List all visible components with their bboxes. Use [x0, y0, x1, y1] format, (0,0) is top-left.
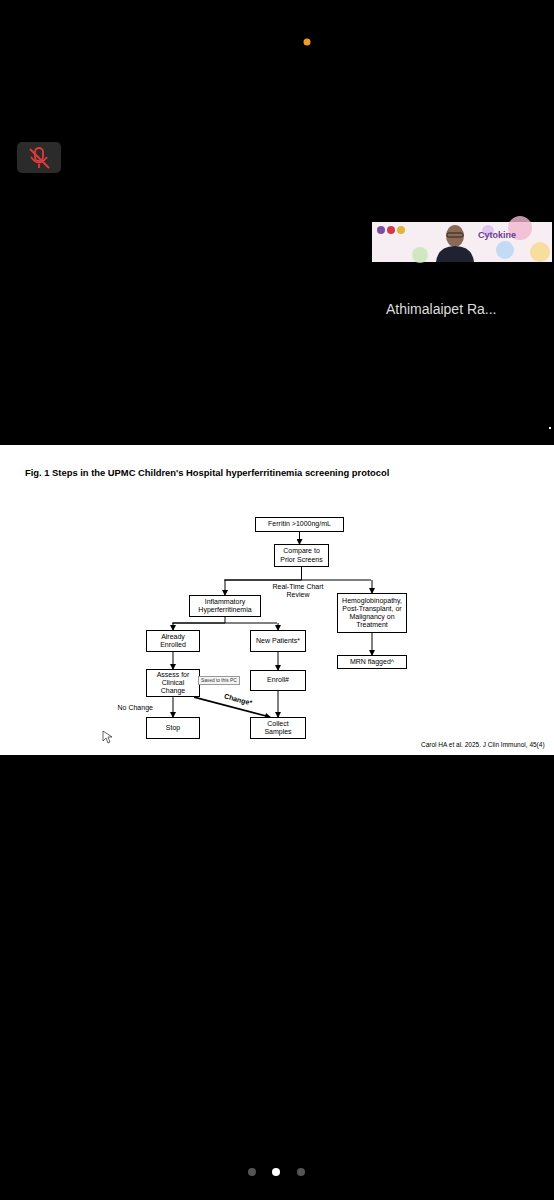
- recording-dot: [304, 39, 311, 46]
- pixel-mark: [549, 427, 551, 429]
- mouse-cursor: [103, 731, 112, 743]
- speaker-thumbnail: [372, 216, 552, 263]
- flow-arrow: [278, 652, 279, 670]
- box-text: Enroll#: [267, 676, 289, 684]
- process-box: Already Enrolled: [146, 630, 200, 652]
- flow-arrow: [173, 617, 225, 630]
- flow-arrow: [372, 633, 373, 655]
- box-text: Stop: [166, 724, 180, 732]
- process-box: Compare to Prior Screens: [274, 544, 329, 567]
- citation: Carol HA et al. 2025. J Clin Immunol, 45…: [421, 741, 545, 748]
- mic-muted-icon: [17, 142, 61, 173]
- box-content: MRN flagged^: [350, 658, 394, 666]
- participant-name: Athimalaipet Ra...: [386, 301, 497, 317]
- process-box: Enroll#: [250, 670, 306, 691]
- flow-arrow: [173, 652, 174, 669]
- process-box: MRN flagged^: [337, 655, 407, 669]
- process-box: Ferritin >1000ng/mL: [255, 517, 344, 532]
- box-content: Hemoglobinopathy, Post-Transplant, or Ma…: [340, 597, 404, 629]
- box-content: Ferritin >1000ng/mL: [268, 520, 331, 528]
- box-content: Enroll#: [267, 676, 289, 684]
- process-box: Hemoglobinopathy, Post-Transplant, or Ma…: [337, 593, 407, 633]
- box-content: Inflammatory Hyperferritinemia: [192, 598, 258, 614]
- flow-arrow: [278, 691, 279, 717]
- slide: [0, 445, 554, 755]
- box-content: Already Enrolled: [149, 633, 197, 649]
- flow-arrow: [278, 623, 279, 630]
- figure-title: Fig. 1 Steps in the UPMC Children's Hosp…: [25, 467, 389, 478]
- box-text: MRN flagged^: [350, 658, 394, 666]
- process-box: Stop: [146, 717, 200, 739]
- box-text: Collect Samples: [253, 720, 303, 736]
- flow-arrow: [299, 532, 300, 544]
- box-content: Compare to Prior Screens: [277, 547, 326, 563]
- box-content: Assess for Clinical Change: [149, 671, 197, 695]
- box-text: Compare to Prior Screens: [277, 547, 326, 563]
- box-text: Ferritin >1000ng/mL: [268, 520, 331, 528]
- box-content: Stop: [166, 724, 180, 732]
- box-text: New Patients*: [256, 637, 300, 645]
- page-dot: [248, 1168, 256, 1176]
- box-content: New Patients*: [256, 637, 300, 645]
- saved-tooltip: Saved to this PC: [198, 676, 240, 685]
- box-text: Hemoglobinopathy, Post-Transplant, or Ma…: [340, 597, 404, 629]
- page-dot: [297, 1168, 305, 1176]
- event-logo-text: Cytokine: [478, 230, 516, 240]
- edge-label: No Change: [118, 704, 153, 711]
- box-text: Already Enrolled: [149, 633, 197, 649]
- box-text: Inflammatory Hyperferritinemia: [192, 598, 258, 614]
- box-text: Assess for Clinical Change: [149, 671, 197, 695]
- flow-arrow: [225, 567, 302, 595]
- page-dot-active: [272, 1168, 280, 1176]
- process-box: Collect Samples: [250, 717, 306, 739]
- process-box: Inflammatory Hyperferritinemia: [189, 595, 261, 617]
- flow-arrow: [173, 697, 174, 717]
- process-box: New Patients*: [250, 630, 306, 652]
- process-box: Assess for Clinical Change: [146, 669, 200, 697]
- box-content: Collect Samples: [253, 720, 303, 736]
- flow-arrow: [372, 580, 373, 593]
- route-note: Real-Time Chart Review: [268, 583, 328, 599]
